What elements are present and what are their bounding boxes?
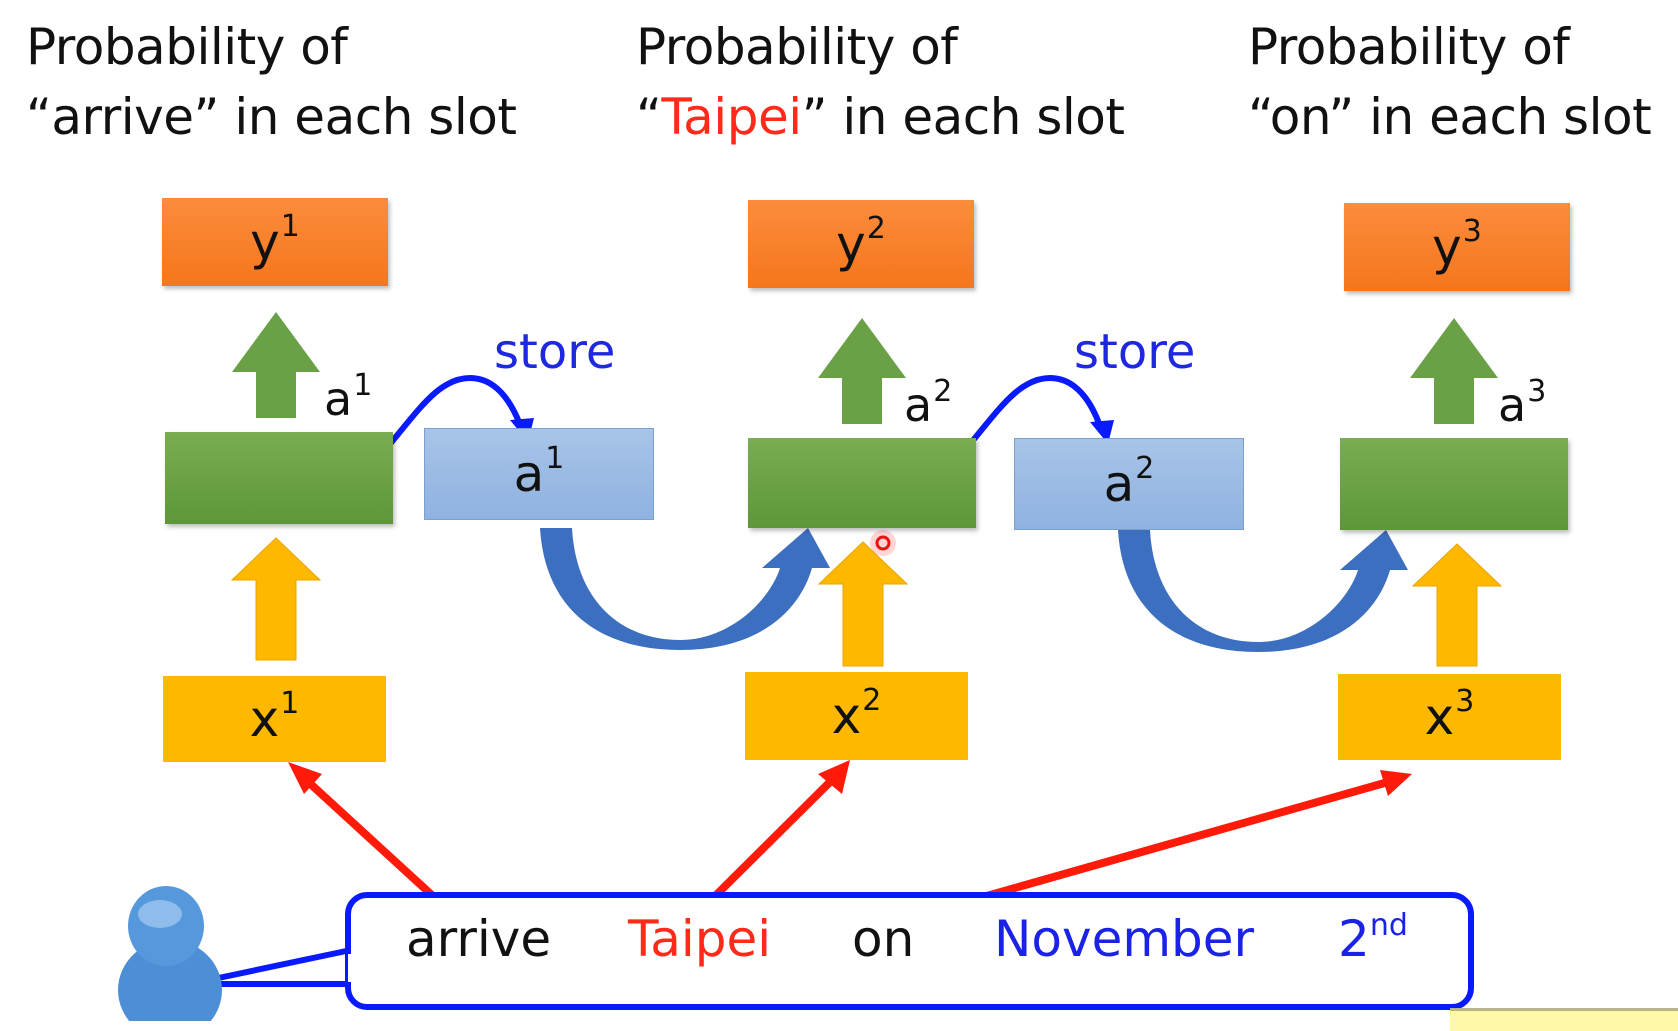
input-box-3: x3 (1338, 674, 1561, 760)
hidden-box-3 (1340, 438, 1568, 530)
up-arrow-input-to-hidden-3 (1411, 543, 1503, 667)
quote-open: “ (636, 88, 662, 146)
heading-suffix: in each slot (1353, 88, 1652, 146)
up-arrow-hidden-to-output-2 (818, 318, 906, 424)
store-label-2: store (1074, 324, 1196, 380)
input-link-arrive-head (288, 762, 322, 794)
up-arrow-hidden-to-output-3 (1410, 318, 1498, 424)
recurrent-arrow-1 (540, 528, 830, 650)
heading-line2: “arrive” in each slot (26, 82, 517, 152)
output-label: y3 (1432, 214, 1482, 276)
store-label-1: store (494, 324, 616, 380)
heading-line1: Probability of (26, 18, 348, 76)
up-arrow-input-to-hidden-2 (817, 541, 909, 667)
pointer-indicator (870, 530, 896, 556)
input-label: x3 (1424, 684, 1475, 746)
up-arrow-hidden-to-output-1 (232, 312, 320, 418)
store-arrow-1 (387, 374, 525, 446)
quote-open: “ (1248, 88, 1270, 146)
heading-line2: “on” in each slot (1248, 82, 1652, 152)
input-label: x2 (831, 683, 882, 745)
hidden-activation-label-1: a1 (324, 368, 373, 426)
heading-word: arrive (51, 88, 194, 146)
heading-taipei: Probability of “Taipei” in each slot (636, 12, 1125, 152)
word-november: November (994, 910, 1255, 968)
hidden-activation-label-3: a3 (1498, 374, 1547, 432)
output-label: y2 (836, 211, 886, 273)
user-avatar-icon (118, 886, 222, 1021)
input-box-1: x1 (163, 676, 386, 762)
heading-line1: Probability of (636, 18, 958, 76)
memory-label: a1 (513, 441, 565, 503)
word-2nd: 2nd (1338, 908, 1408, 968)
word-arrive: arrive (406, 910, 552, 968)
hidden-activation-label-2: a2 (904, 374, 953, 432)
word-on: on (852, 910, 915, 968)
word-taipei: Taipei (628, 910, 772, 968)
hidden-box-1 (165, 432, 393, 524)
heading-line1: Probability of (1248, 18, 1570, 76)
recurrent-arrow-2 (1118, 530, 1408, 652)
output-box-3: y3 (1344, 203, 1570, 291)
heading-suffix: in each slot (827, 88, 1125, 146)
memory-box-2: a2 (1014, 438, 1244, 530)
quote-open: “ (26, 88, 52, 146)
up-arrow-input-to-hidden-1 (230, 537, 322, 661)
heading-line2: “Taipei” in each slot (636, 82, 1125, 152)
input-label: x1 (249, 686, 300, 748)
note-corner (1450, 1008, 1678, 1031)
heading-suffix: in each slot (218, 88, 517, 146)
memory-label: a2 (1103, 451, 1155, 513)
bubble-tail-mask (348, 954, 362, 982)
input-box-2: x2 (745, 672, 968, 760)
heading-arrive: Probability of “arrive” in each slot (26, 12, 517, 152)
quote-close: ” (193, 88, 220, 146)
output-box-1: y1 (162, 198, 388, 286)
quote-close: ” (1328, 88, 1354, 146)
quote-close: ” (801, 88, 828, 146)
pointer-dot (875, 535, 891, 551)
memory-box-1: a1 (424, 428, 654, 520)
heading-on: Probability of “on” in each slot (1248, 12, 1652, 152)
store-arrow-2 (967, 374, 1105, 446)
heading-word: on (1269, 88, 1329, 146)
input-link-taipei-head (818, 760, 850, 794)
heading-word: Taipei (661, 88, 802, 146)
speech-bubble (345, 892, 1474, 1010)
output-box-2: y2 (748, 200, 974, 288)
hidden-box-2 (748, 438, 976, 528)
input-link-on-head (1380, 770, 1412, 796)
output-label: y1 (250, 209, 300, 271)
